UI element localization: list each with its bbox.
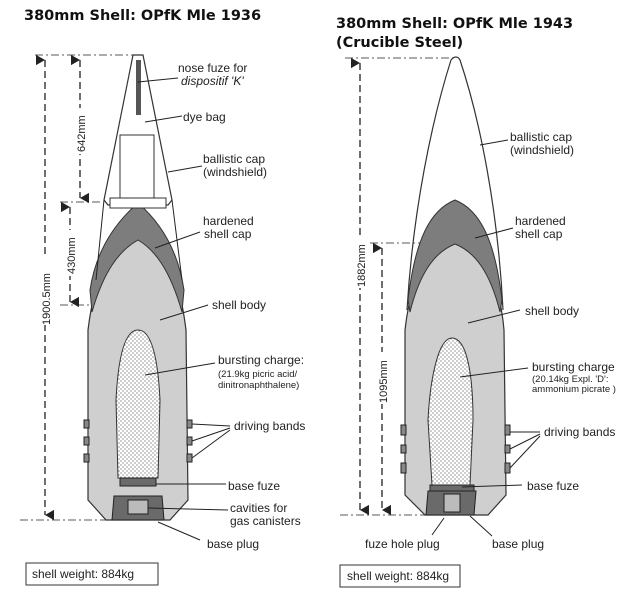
ballistic-cap [406,56,504,311]
label-base-plug: base plug [207,537,259,551]
left-weight: shell weight: 884kg [32,567,134,581]
right-title: 380mm Shell: OPfK Mle 1943 [336,16,573,32]
label-ballistic-cap: ballistic cap [203,152,265,166]
label-cavities: cavities for [230,501,287,515]
label-ballistic-cap: ballistic cap [510,130,572,144]
weight-box [339,564,461,588]
label-base-fuze: base fuze [527,479,579,493]
label-bursting-charge-3: ammonium picrate ) [532,384,616,395]
label-gas-canisters: gas canisters [230,514,301,528]
label-hardened: hardened [203,214,254,228]
label-hardened: hardened [515,214,566,228]
label-bursting-charge-2: (20.14kg Expl. 'D': [532,374,609,385]
fuze-hole-plug [443,493,461,513]
right-weight: shell weight: 884kg [347,569,449,583]
gas-canister-cavities [127,499,149,515]
label-base-plug: base plug [492,537,544,551]
dim-overall-label: 1900.5mm [41,273,53,325]
left-shell: 380mm Shell: OPfK Mle 1936 [20,8,305,586]
label-shell-cap: shell cap [204,227,252,241]
label-bursting-charge-3: dinitronaphthalene) [218,380,299,391]
dye-bag [119,134,155,201]
label-bursting-charge-2: (21.9kg picric acid/ [218,369,298,380]
bursting-charge [115,329,161,479]
base-fuze [119,477,157,487]
weight-box [25,562,159,586]
label-windshield: (windshield) [203,165,267,179]
dim-cap-label: 642mm [76,115,88,152]
label-shell-cap: shell cap [515,227,563,241]
base-fuze [429,484,475,492]
label-driving-bands: driving bands [234,419,305,433]
label-fuze-hole-plug: fuze hole plug [365,537,440,551]
label-windshield: (windshield) [510,143,574,157]
dim-hardcap-label: 430mm [66,237,78,274]
hardened-shell-cap [407,199,503,313]
label-nose-fuze: nose fuze for [178,61,247,75]
label-shell-body: shell body [212,298,266,312]
dim-overall-label: 1882mm [356,244,368,287]
label-shell-body: shell body [525,304,579,318]
label-bursting-charge: bursting charge: [218,353,304,367]
right-subtitle: (Crucible Steel) [336,35,463,51]
label-base-fuze: base fuze [228,479,280,493]
label-nose-fuze-2: dispositif 'K' [181,74,244,88]
hardened-shell-cap [89,202,185,313]
left-title: 380mm Shell: OPfK Mle 1936 [24,8,261,24]
label-bursting-charge: bursting charge [532,360,615,374]
label-driving-bands: driving bands [544,425,615,439]
dim-charge-label: 1095mm [378,360,390,403]
cap-adapter [109,197,167,209]
right-shell: 380mm Shell: OPfK Mle 1943 (Crucible Ste… [336,16,616,588]
label-dye-bag: dye bag [183,110,226,124]
nose-fuze [136,60,141,115]
